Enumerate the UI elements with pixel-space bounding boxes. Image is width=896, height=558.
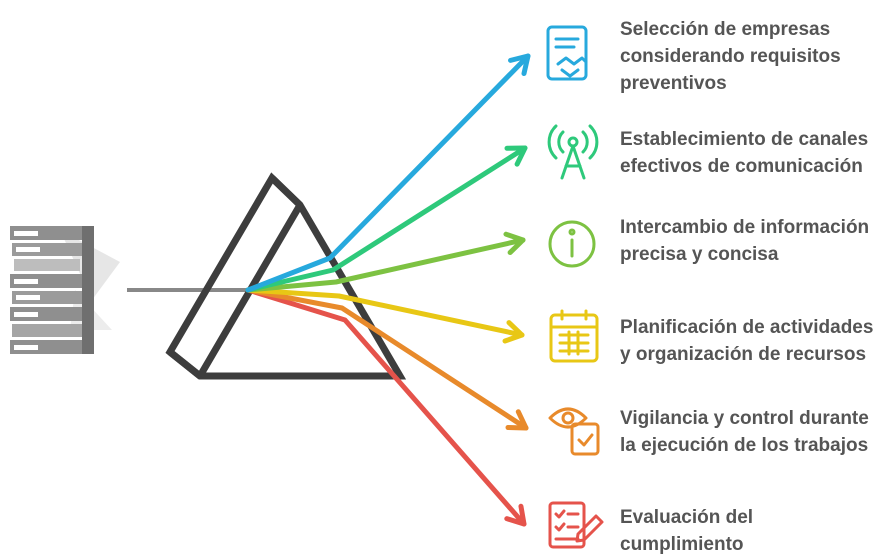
arrowhead-6	[504, 503, 527, 527]
step-2-label: Establecimiento de canales efectivos de …	[620, 126, 892, 180]
step-5-label: Vigilancia y control durante la ejecució…	[620, 405, 892, 459]
contract-handshake-icon	[546, 25, 588, 81]
step-6-label: Evaluación del cumplimiento	[620, 504, 892, 558]
step-3-text: Intercambio de información precisa y con…	[620, 217, 870, 265]
step-1-label: Selección de empresas considerando requi…	[620, 16, 892, 97]
arrowhead-5	[505, 409, 529, 431]
ray-3	[245, 237, 526, 293]
ray-5	[245, 287, 529, 431]
radio-tower-icon	[547, 124, 599, 180]
step-1-text: Selección de empresas considerando requi…	[620, 19, 841, 94]
eye-clipboard-icon	[548, 407, 600, 456]
stacked-binders-icon	[10, 226, 120, 354]
checklist-edit-icon	[548, 501, 604, 549]
step-6-text: Evaluación del cumplimiento	[620, 507, 754, 555]
step-2-text: Establecimiento de canales efectivos de …	[620, 129, 869, 177]
arrowhead-2	[504, 145, 528, 167]
step-3-label: Intercambio de información precisa y con…	[620, 214, 892, 268]
arrowhead-4	[502, 320, 525, 344]
ray-4	[245, 287, 525, 338]
arrowhead-3	[503, 231, 526, 256]
ray-1	[245, 53, 531, 293]
step-5-text: Vigilancia y control durante la ejecució…	[620, 408, 869, 456]
step-4-label: Planificación de actividades y organizac…	[620, 314, 892, 368]
info-icon	[548, 220, 596, 268]
calendar-icon	[549, 309, 599, 363]
dispersed-rays	[245, 53, 531, 527]
arrowhead-1	[508, 53, 531, 77]
ray-2	[245, 145, 528, 293]
step-4-text: Planificación de actividades y organizac…	[620, 317, 874, 365]
ray-6	[245, 287, 527, 527]
